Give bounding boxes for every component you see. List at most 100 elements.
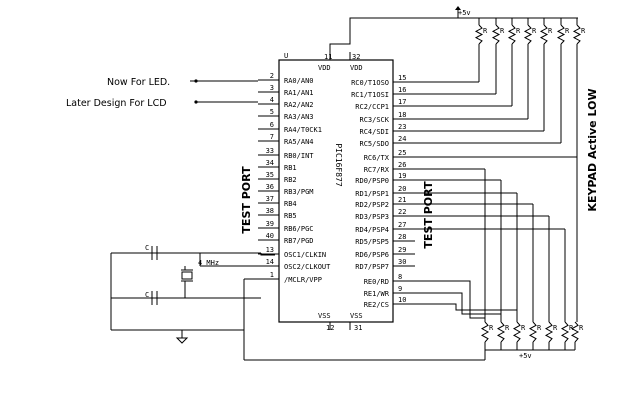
capacitor-lower [151,291,158,305]
left-pin-name: RA2/AN2 [284,101,314,109]
pullup-resistor [507,24,517,45]
left-pin-number: 14 [266,258,274,266]
supply-top-label: +5v [458,9,471,17]
pulldown-resistor [544,321,554,343]
pullup-resistor [523,24,533,45]
chip-corner-mark: U [284,52,288,60]
bottom-pin-number: 31 [354,324,362,332]
left-pin-group: 2RA0/AN03RA1/AN14RA2/AN25RA3/AN36RA4/T0C… [258,72,331,284]
left-pin-name: OSC2/CLKOUT [284,263,331,271]
right-pin-name: RC4/SDI [359,128,389,136]
test-port-left-label: TEST PORT [240,166,253,234]
keypad-label: KEYPAD Active LOW [586,88,599,211]
left-pin-number: 7 [270,133,274,141]
left-pin-number: 33 [266,147,274,155]
right-pin-name: RC5/SDO [359,140,389,148]
left-pin-number: 35 [266,171,274,179]
left-pin-name: /MCLR/VPP [284,276,322,284]
left-pin-name: RB2 [284,176,297,184]
supply-bottom-label: +5v [519,352,532,360]
left-pin-name: RA1/AN1 [284,89,314,97]
cap-lower-label: C [145,291,149,299]
left-pin-name: RA3/AN3 [284,113,314,121]
right-pin-number: 17 [398,98,406,106]
right-pin-number: 28 [398,233,406,241]
right-pin-name: RD7/PSP7 [355,263,389,271]
top-pin-name: VDD [318,64,331,72]
resistor-label: R [521,324,526,332]
right-pin-number: 21 [398,196,406,204]
left-pin-name: RA5/AN4 [284,138,314,146]
left-pin-name: RB3/PGM [284,188,314,196]
left-pin-name: RB0/INT [284,152,314,160]
pic-chip-body [278,59,394,323]
top-pin-number: 11 [324,53,332,61]
left-pin-number: 36 [266,183,274,191]
right-pin-number: 24 [398,135,406,143]
right-pin-name: RE2/CS [364,301,389,309]
crystal-label: 4 MHz [198,259,219,267]
resistor-label: R [516,27,521,35]
right-pin-number: 18 [398,111,406,119]
right-pin-number: 19 [398,172,406,180]
pullup-resistor [474,24,484,45]
resistor-label: R [565,27,570,35]
resistor-label: R [500,27,505,35]
supply-top-arrow [455,6,461,10]
right-pin-name: RD6/PSP6 [355,251,389,259]
keypad-nets [415,156,578,322]
pulldown-resistor [480,321,490,343]
right-pin-number: 25 [398,149,406,157]
left-pin-number: 13 [266,246,274,254]
right-pin-number: 15 [398,74,406,82]
re1-net [415,292,501,315]
resistor-label: R [489,324,494,332]
left-pin-number: 3 [270,84,274,92]
right-pin-name: RC0/T1OSO [351,79,389,87]
left-pin-number: 2 [270,72,274,80]
right-pin-number: 26 [398,161,406,169]
right-pin-name: RC1/T1OSI [351,91,389,99]
right-pin-number: 22 [398,208,406,216]
led-node [194,79,198,83]
right-pin-number: 10 [398,296,406,304]
top-pin-name: VDD [350,64,363,72]
led-note: Now For LED. [107,77,170,88]
right-pin-name: RD2/PSP2 [355,201,389,209]
resistor-label: R [579,324,584,332]
left-pin-number: 34 [266,159,274,167]
right-pin-name: RC7/RX [364,166,390,174]
resistor-label: R [532,27,537,35]
chip-part-name: PIC16F877 [334,143,343,187]
right-pin-name: RC3/SCK [359,116,389,124]
pullup-resistor [491,24,501,45]
test-port-right-label: TEST PORT [422,181,435,249]
resistor-label: R [553,324,558,332]
right-pin-name: RE0/RD [364,278,389,286]
right-pin-number: 23 [398,123,406,131]
pullup-resistor [556,24,566,45]
right-pin-name: RE1/WR [364,290,390,298]
vdd-wire [329,17,460,52]
left-pin-name: RB6/PGC [284,225,314,233]
lcd-note: Later Design For LCD [66,98,167,109]
right-pin-number: 29 [398,246,406,254]
right-pin-number: 9 [398,285,402,293]
resistor-label: R [548,27,553,35]
left-pin-number: 5 [270,108,274,116]
left-pin-name: RA0/AN0 [284,77,314,85]
bottom-pin-name: VSS [350,312,363,320]
right-pin-name: RD3/PSP3 [355,213,389,221]
pullup-resistor [539,24,549,45]
right-pin-name: RD1/PSP1 [355,190,389,198]
pullup-resistor [572,24,582,45]
resistor-label: R [505,324,510,332]
left-pin-name: RB5 [284,212,297,220]
left-pin-name: RB4 [284,200,297,208]
pulldown-resistor [512,321,522,343]
